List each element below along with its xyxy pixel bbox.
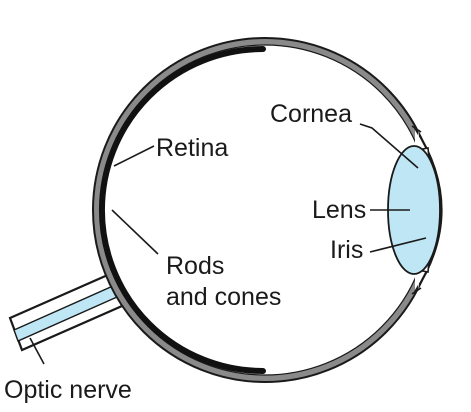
label-iris: Iris [330, 236, 363, 264]
label-and-cones: and cones [166, 283, 281, 311]
label-optic-nerve: Optic nerve [4, 376, 132, 404]
optic-nerve [10, 274, 122, 350]
label-cornea: Cornea [270, 100, 352, 128]
label-retina: Retina [156, 134, 228, 162]
label-rods: Rods [166, 252, 224, 280]
label-lens: Lens [312, 196, 366, 224]
